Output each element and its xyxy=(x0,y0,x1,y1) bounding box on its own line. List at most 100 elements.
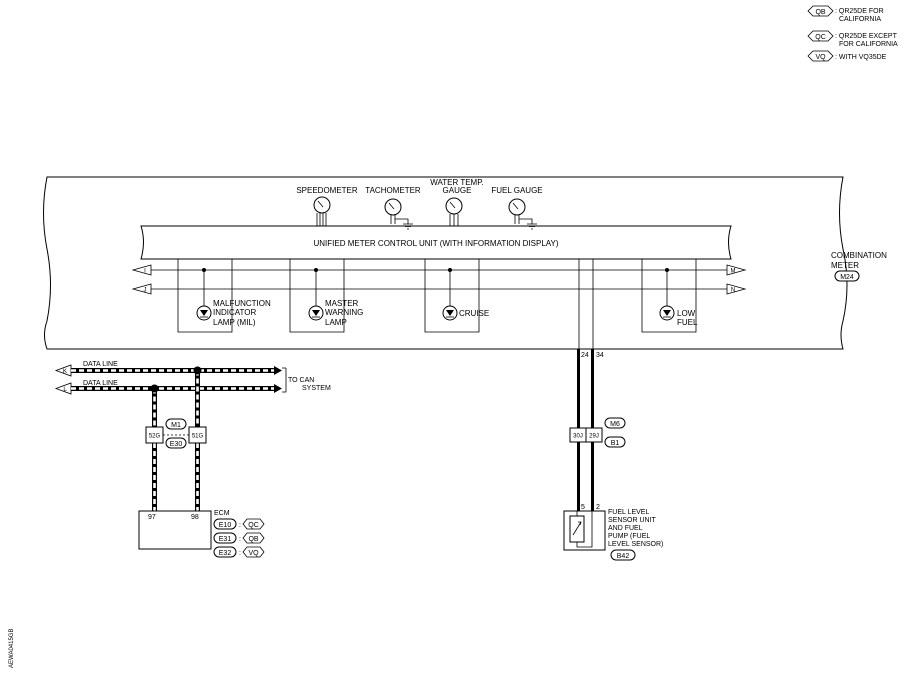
control-unit-box xyxy=(140,225,732,260)
ecm-box xyxy=(138,510,212,550)
legend: QB : QR25DE FOR CALIFORNIA QC : QR25DE E… xyxy=(807,5,898,62)
control-unit-label: UNIFIED METER CONTROL UNIT (WITH INFORMA… xyxy=(313,239,558,248)
connector-badge xyxy=(213,532,237,544)
gauge-label: FUEL GAUGE xyxy=(491,186,542,195)
gauge-label: WATER TEMP. xyxy=(430,178,484,187)
legend-text: : QR25DE FOR xyxy=(835,8,884,15)
connector-id: E32 xyxy=(219,550,232,557)
sensor-label: SENSOR UNIT xyxy=(608,517,657,524)
legend-item-qc: QC : QR25DE EXCEPT FOR CALIFORNIA xyxy=(807,30,898,48)
gauge-label: TACHOMETER xyxy=(365,186,421,195)
meter-terminal: 24 xyxy=(581,352,589,359)
arrow-label: L xyxy=(63,387,67,393)
connector-id: M1 xyxy=(171,422,181,429)
lamp-label: LAMP xyxy=(325,318,347,327)
legend-text: FOR CALIFORNIA xyxy=(839,41,898,48)
can-data-lines: DATA LINE DATA LINE K L TO CAN SYSTEM xyxy=(54,361,331,511)
to-can-label: SYSTEM xyxy=(302,385,331,392)
arrow-label: K xyxy=(63,369,67,375)
ecm-connector-row: E10 : QC xyxy=(213,518,265,530)
sensor-label: PUMP (FUEL xyxy=(608,533,650,540)
arrow-label: N xyxy=(731,288,735,294)
gauges: SPEEDOMETER TACHOMETER WATER TEMP. GAUGE… xyxy=(296,178,543,230)
lamp-label: MALFUNCTION xyxy=(213,299,271,308)
connector-id: B1 xyxy=(611,440,620,447)
svg-text::: : xyxy=(239,522,241,529)
ecm-connector-row: E31 : QB xyxy=(213,532,265,544)
arrow-label: M xyxy=(731,269,736,275)
sensor-label: LEVEL SENSOR) xyxy=(608,541,663,548)
mil-lamp: MALFUNCTION INDICATOR LAMP (MIL) xyxy=(177,259,271,333)
gauge-label: SPEEDOMETER xyxy=(296,186,358,195)
variant-code: VQ xyxy=(248,550,259,557)
arrow-label: J xyxy=(144,288,147,294)
connector-badge xyxy=(213,546,237,558)
legend-code: QB xyxy=(815,9,825,16)
ecm-pin: 98 xyxy=(191,514,199,521)
low-fuel-lamp: LOW FUEL xyxy=(641,259,698,333)
master-warning-lamp: MASTER WARNING LAMP xyxy=(289,259,363,333)
to-can-label: TO CAN xyxy=(288,377,314,384)
connector-badge xyxy=(610,549,636,561)
figure-id: AEWA0415GB xyxy=(9,629,15,668)
junction-dot xyxy=(665,268,669,272)
tachometer-gauge: TACHOMETER xyxy=(365,186,421,230)
arrow-label: I xyxy=(144,269,146,275)
fuel-gauge: FUEL GAUGE xyxy=(491,186,543,230)
gauge-label: GAUGE xyxy=(443,186,472,195)
connector-badge xyxy=(604,436,626,448)
data-line-label: DATA LINE xyxy=(83,380,118,387)
combination-meter-outline xyxy=(43,176,848,350)
connector-badge xyxy=(165,418,187,430)
connector-id: B42 xyxy=(617,553,630,560)
sensor-label: FUEL LEVEL xyxy=(608,509,649,516)
fuel-sensor-wiring: 24 34 xyxy=(577,259,604,511)
junction-dot xyxy=(314,268,318,272)
meter-name: COMBINATION xyxy=(831,251,887,260)
cruise-lamp: CRUISE xyxy=(424,259,489,333)
connector-pin: 52G xyxy=(149,434,161,440)
connector-id: E10 xyxy=(219,522,232,529)
arrow-right-n xyxy=(726,283,747,295)
lamp-label: MASTER xyxy=(325,299,359,308)
lamp-label: CRUISE xyxy=(459,309,489,318)
arrow-left-i xyxy=(131,264,152,276)
connector-badge xyxy=(213,518,237,530)
legend-item-vq: VQ : WITH VQ35DE xyxy=(807,50,887,62)
ecm-label: ECM xyxy=(214,510,230,517)
sensor-pin: 5 xyxy=(581,504,585,511)
connector-pin: 51G xyxy=(192,434,204,440)
lamp-label: LOW xyxy=(677,309,696,318)
connector-badge xyxy=(604,417,626,429)
junction-dot xyxy=(193,366,202,375)
right-junction-connector: 30J 29J M6 B1 xyxy=(569,417,626,448)
speedometer-gauge: SPEEDOMETER xyxy=(296,186,358,226)
connector-pin: 29J xyxy=(589,434,599,440)
meter-connector-badge xyxy=(834,270,860,282)
sensor-pin: 2 xyxy=(596,504,600,511)
variant-code: QC xyxy=(248,522,259,529)
svg-text::: : xyxy=(239,536,241,543)
connector-id: E31 xyxy=(219,536,232,543)
variant-code: QB xyxy=(248,536,258,543)
meter-terminal: 34 xyxy=(596,352,604,359)
data-line-label: DATA LINE xyxy=(83,361,118,368)
ecm-pin: 97 xyxy=(148,514,156,521)
lamp-label: WARNING xyxy=(325,308,363,317)
lamps: MALFUNCTION INDICATOR LAMP (MIL) MASTER … xyxy=(177,259,698,333)
sensor-label: AND FUEL xyxy=(608,525,643,532)
lamp-icon xyxy=(196,305,212,321)
legend-code: QC xyxy=(815,34,826,41)
legend-code: VQ xyxy=(815,54,826,61)
gauge-dial-icon xyxy=(508,198,526,216)
meter-connector: M24 xyxy=(840,274,854,281)
lamp-label: LAMP (MIL) xyxy=(213,318,256,327)
junction-dot xyxy=(448,268,452,272)
left-junction-connector: 52G 51G M1 E30 xyxy=(145,418,207,449)
gauge-dial-icon xyxy=(445,197,463,215)
meter-name: METER xyxy=(831,261,859,270)
connector-id: E30 xyxy=(170,441,183,448)
lamp-icon xyxy=(442,305,458,321)
lamp-label: FUEL xyxy=(677,318,698,327)
